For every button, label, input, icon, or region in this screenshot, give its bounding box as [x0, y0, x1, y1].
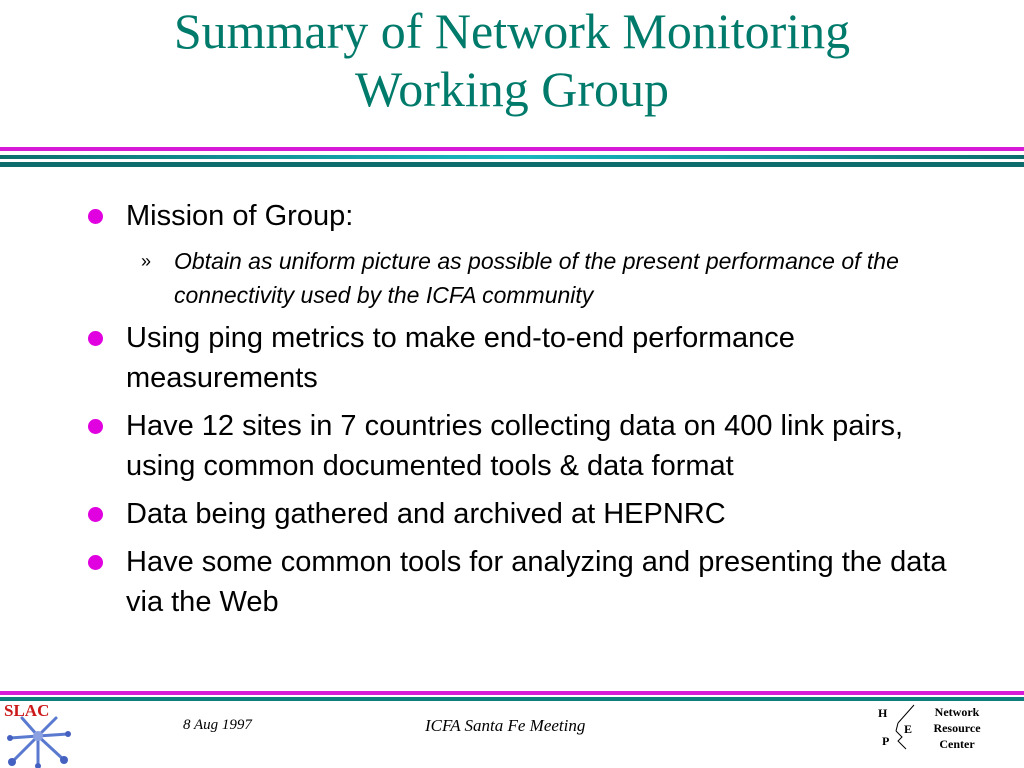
- bullet-item: Mission of Group:: [88, 196, 948, 236]
- bullet-dot-icon: [88, 419, 103, 434]
- footer-divider-teal: [0, 697, 1024, 701]
- footer-date: 8 Aug 1997: [183, 717, 252, 733]
- bullet-dot-icon: [88, 507, 103, 522]
- bullet-text: Have some common tools for analyzing and…: [126, 546, 947, 618]
- nrc-label: Network Resource Center: [924, 704, 990, 752]
- sub-bullet-marker-icon: »: [141, 251, 152, 271]
- bullet-item: Data being gathered and archived at HEPN…: [88, 494, 948, 534]
- sub-bullet-text: Obtain as uniform picture as possible of…: [174, 248, 899, 308]
- header-divider-teal-gradient: [0, 155, 1024, 159]
- bullet-text: Have 12 sites in 7 countries collecting …: [126, 410, 903, 482]
- header-divider-gap: [0, 151, 1024, 155]
- header-divider-gap: [0, 159, 1024, 162]
- slac-logo-text: SLAC: [4, 701, 49, 720]
- bullet-list: Mission of Group: » Obtain as uniform pi…: [88, 196, 948, 630]
- hep-letter-e: E: [904, 722, 912, 736]
- bullet-dot-icon: [88, 555, 103, 570]
- footer-meeting: ICFA Santa Fe Meeting: [425, 716, 586, 735]
- header-divider-teal: [0, 162, 1024, 167]
- bullet-item: Have 12 sites in 7 countries collecting …: [88, 406, 948, 486]
- bullet-text: Using ping metrics to make end-to-end pe…: [126, 322, 795, 394]
- slide-title-line-1: Summary of Network Monitoring: [173, 3, 851, 59]
- hep-letter-p: P: [882, 734, 889, 748]
- slide-title-line-2: Working Group: [355, 61, 669, 117]
- footer-divider-magenta: [0, 691, 1024, 695]
- bullet-text: Data being gathered and archived at HEPN…: [126, 498, 726, 530]
- bullet-text: Mission of Group:: [126, 200, 354, 232]
- bullet-dot-icon: [88, 209, 103, 224]
- sub-bullet-item: » Obtain as uniform picture as possible …: [88, 244, 948, 312]
- bullet-item: Using ping metrics to make end-to-end pe…: [88, 318, 948, 398]
- slide-title: Summary of Network Monitoring Working Gr…: [0, 2, 1024, 118]
- hep-logo: H E P: [878, 704, 915, 750]
- slac-logo: SLAC: [4, 701, 71, 768]
- bullet-item: Have some common tools for analyzing and…: [88, 542, 948, 622]
- hep-letter-h: H: [878, 706, 888, 720]
- nrc-line-2: Resource: [933, 721, 981, 735]
- nrc-line-3: Center: [939, 737, 975, 751]
- nrc-line-1: Network: [934, 705, 980, 719]
- bullet-dot-icon: [88, 331, 103, 346]
- header-divider-magenta: [0, 147, 1024, 151]
